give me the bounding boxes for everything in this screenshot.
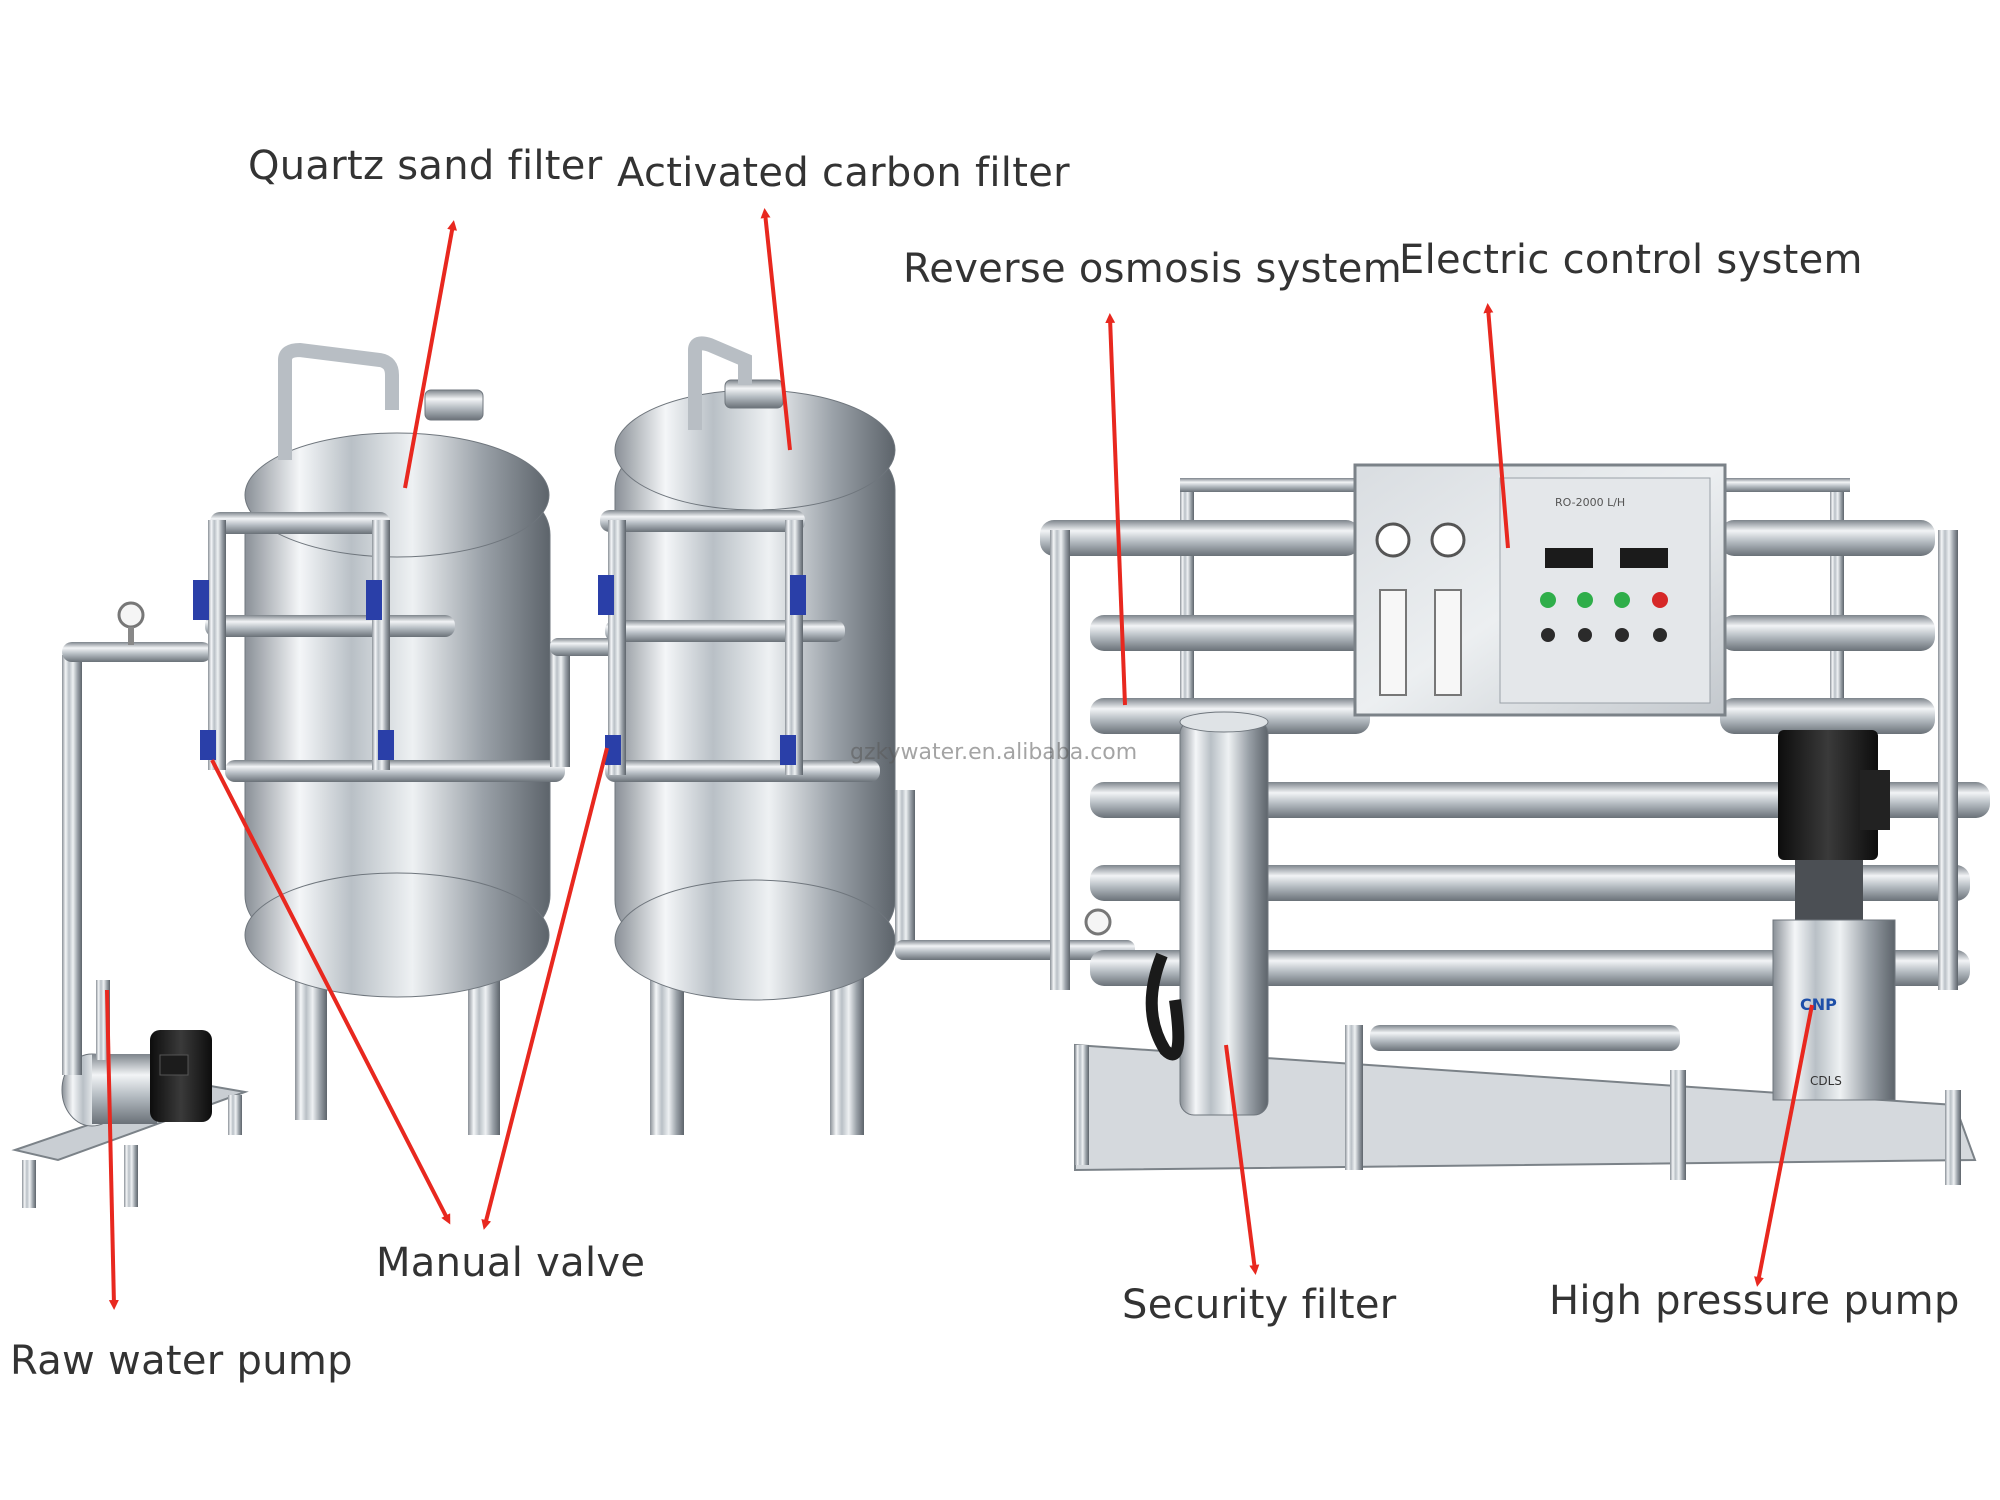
arrow-raw-water-pump — [105, 989, 119, 1310]
label-security-filter: Security filter — [1122, 1282, 1397, 1328]
arrow-high-pressure-pump — [1754, 1004, 1814, 1287]
arrow-electric-control-system — [1483, 303, 1510, 549]
panel-title: RO-2000 L/H — [1555, 496, 1625, 509]
watermark: gzkywater.en.alibaba.com — [850, 740, 1138, 765]
arrow-reverse-osmosis-system — [1105, 313, 1127, 706]
security-filter-housing — [1145, 711, 1269, 1116]
raw-water-pump — [11, 980, 249, 1208]
label-raw-water-pump: Raw water pump — [10, 1338, 353, 1384]
arrow-security-filter — [1224, 1044, 1260, 1275]
annotation-arrows — [105, 208, 1814, 1310]
label-manual-valve: Manual valve — [376, 1240, 646, 1286]
arrow-manual-valve-right — [481, 747, 609, 1230]
arrow-quartz-sand-filter — [403, 220, 458, 489]
quartz-sand-filter-tank — [193, 342, 565, 1135]
pump-model: CDLS — [1810, 1074, 1842, 1088]
label-activated-carbon-filter: Activated carbon filter — [617, 150, 1070, 196]
arrow-activated-carbon-filter — [760, 208, 792, 451]
label-reverse-osmosis-system: Reverse osmosis system — [903, 246, 1402, 292]
pump-brand: CNP — [1800, 995, 1837, 1014]
arrow-manual-valve-left — [210, 759, 451, 1225]
label-electric-control-system: Electric control system — [1399, 237, 1863, 283]
activated-carbon-filter-tank — [598, 336, 896, 1135]
feed-pipe — [62, 601, 212, 1075]
high-pressure-pump: CNP CDLS — [1772, 730, 1896, 1101]
electric-control-panel: RO-2000 L/H — [1353, 463, 1727, 717]
label-quartz-sand-filter: Quartz sand filter — [248, 143, 603, 189]
